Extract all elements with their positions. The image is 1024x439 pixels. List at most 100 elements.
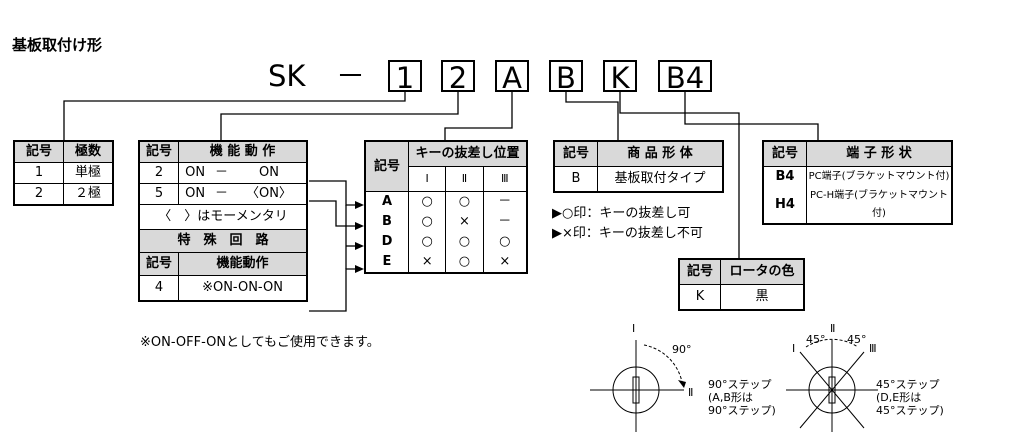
cell-value: － [211, 183, 232, 205]
rotation-45-diagram [786, 338, 878, 432]
cell-value: － [482, 212, 528, 232]
cell-value: PC-H端子(ブラケットマウント付) [806, 187, 953, 225]
cell-code: 5 [138, 183, 179, 205]
header-code: 記号 [138, 252, 179, 276]
angle-label: 45° [847, 333, 867, 346]
cell-code: H4 [762, 187, 807, 225]
position-label-3: Ⅲ [869, 342, 877, 355]
position-label-1: Ⅰ [792, 342, 796, 355]
momentary-note: 〈 〉はモーメンタリ [138, 204, 308, 230]
legend-not-removable: ▶×印：キーの抜差し不可 [552, 226, 703, 241]
cell-value: ○ [407, 191, 447, 212]
cell-code: 2 [138, 162, 179, 184]
code-box-poles: 1 [388, 60, 422, 94]
position-label-2: Ⅱ [688, 386, 694, 399]
header-key-position: キーの抜差し位置 [408, 140, 528, 167]
position-label: Ⅰ [407, 166, 447, 192]
cell-code: B4 [762, 166, 807, 187]
code-box-key: A [495, 60, 529, 94]
cell-code: D [364, 232, 409, 252]
position-label: Ⅱ [445, 166, 484, 192]
angle-label: 90° [672, 343, 692, 356]
cell-value: × [482, 252, 528, 274]
cell-value: 〈ON〉 [231, 183, 308, 205]
header-code: 記号 [762, 140, 807, 167]
header-rotor-color: ロータの色 [720, 258, 805, 285]
header-function: 機 能 動 作 [178, 140, 308, 163]
cell-value: ○ [445, 191, 484, 212]
code-box-product: B [549, 60, 583, 94]
table-row: D○○○ [364, 232, 528, 252]
caption-line: 45°ステップ) [876, 404, 944, 417]
position-label-2: Ⅱ [830, 322, 836, 335]
cell-code: B [553, 166, 598, 193]
cell-value: ○ [407, 212, 447, 232]
cell-value: ２極 [63, 183, 114, 206]
model-dash: － [336, 59, 366, 93]
header-code: 記号 [678, 258, 721, 285]
model-prefix: SK [268, 59, 306, 93]
legend-removable: ▶○印：キーの抜差し可 [552, 206, 691, 221]
cell-value: PC端子(ブラケットマウント付) [806, 166, 953, 187]
cell-value: ○ [482, 232, 528, 252]
code-box-function: 2 [441, 60, 475, 94]
cell-value: ○ [407, 232, 447, 252]
cell-value: × [445, 212, 484, 232]
cell-value: ○ [445, 252, 484, 274]
header-function: 機能動作 [178, 252, 308, 276]
footnote: ※ON-OFF-ONとしてもご使用できます。 [140, 335, 380, 350]
header-product: 商 品 形 体 [597, 140, 724, 167]
caption-line: (A,B形は [708, 391, 753, 404]
table-row: E×○× [364, 252, 528, 274]
caption-line: (D,E形は [876, 391, 922, 404]
angle-label: 45° [806, 333, 826, 346]
cell-code: 4 [138, 275, 179, 302]
special-circuit-title: 特 殊 回 路 [138, 229, 308, 253]
cell-code: E [364, 252, 409, 274]
caption-line: 90°ステップ) [708, 404, 776, 417]
cell-value: － [482, 191, 528, 212]
cell-code: A [364, 191, 409, 212]
cell-value: ON [178, 183, 212, 205]
header-code: 記号 [13, 140, 64, 163]
table-row: 4※ON-ON-ON [138, 275, 308, 302]
table-row: B○×－ [364, 212, 528, 232]
header-terminal: 端 子 形 状 [806, 140, 953, 167]
cell-value: ※ON-ON-ON [178, 275, 308, 302]
rotation-90-diagram [590, 340, 684, 432]
header-code: 記号 [553, 140, 598, 167]
position-label-1: Ⅰ [632, 322, 636, 335]
cell-code: 2 [13, 183, 64, 206]
table-row: A○○－ [364, 191, 528, 212]
step-caption: 90°ステップ (A,B形は 90°ステップ) [708, 378, 776, 417]
cell-code: 1 [13, 162, 64, 184]
header-code: 記号 [364, 140, 409, 192]
cell-value: ON [231, 162, 308, 184]
cell-code: K [678, 284, 721, 311]
cell-value: × [407, 252, 447, 274]
caption-line: 45°ステップ [876, 378, 940, 391]
step-caption: 45°ステップ (D,E形は 45°ステップ) [876, 378, 944, 417]
caption-line: 90°ステップ [708, 378, 772, 391]
page-title: 基板取付け形 [12, 36, 103, 54]
cell-value: ON [178, 162, 212, 184]
header-code: 記号 [138, 140, 179, 163]
code-box-terminal: B4 [658, 60, 712, 94]
header-poles: 極数 [63, 140, 114, 163]
cell-value: 基板取付タイプ [597, 166, 724, 193]
cell-code: B [364, 212, 409, 232]
